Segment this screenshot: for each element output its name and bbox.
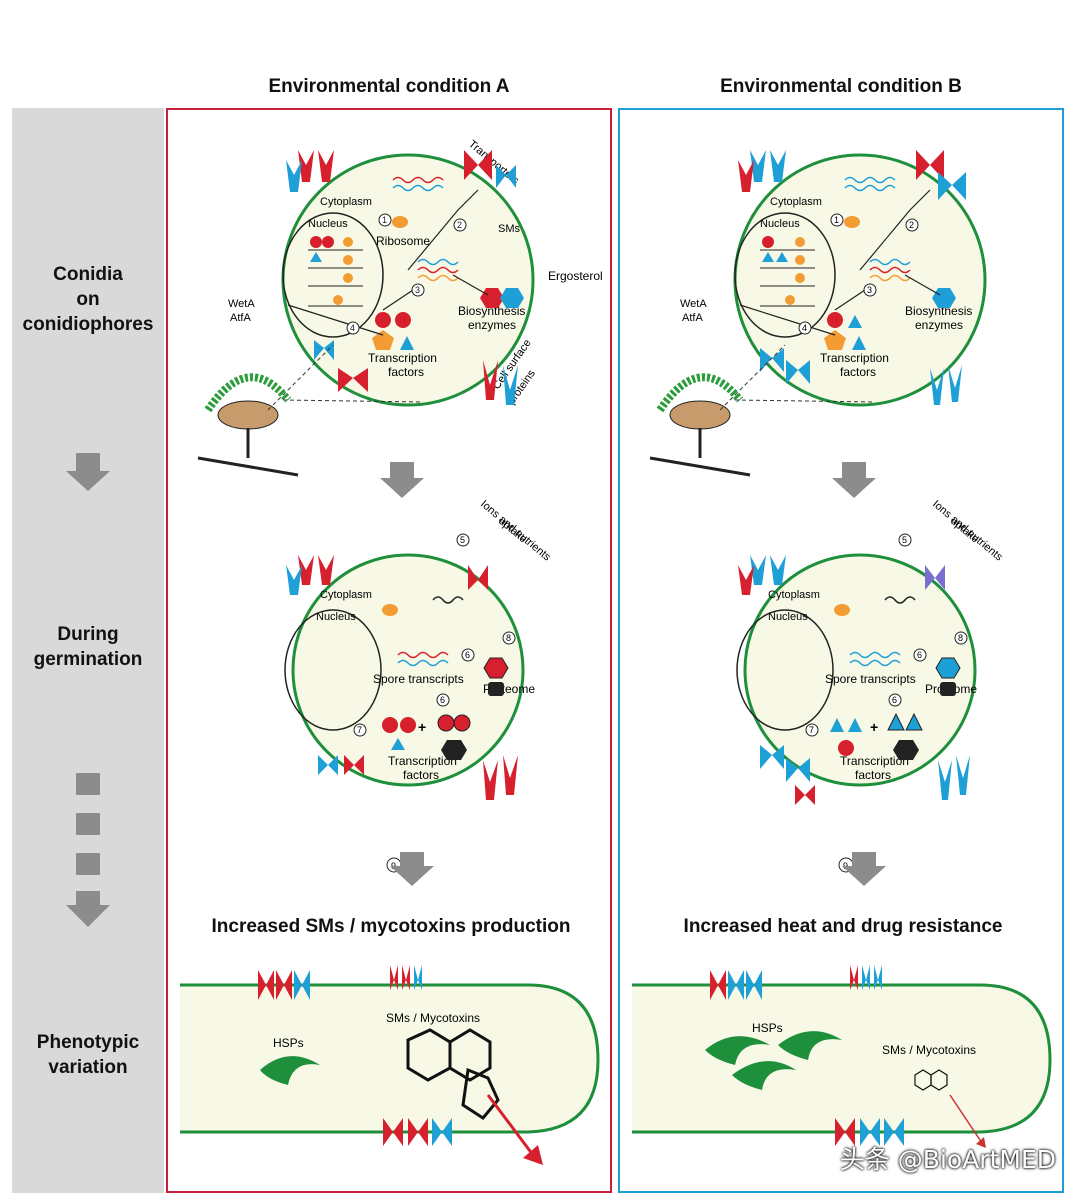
- step-1-b: 1: [834, 215, 839, 225]
- down-arrow-icon: [66, 891, 110, 927]
- phenotype-heading-a: Increased SMs / mycotoxins production: [211, 916, 571, 937]
- down-arrow-icon: [832, 462, 876, 498]
- label-factors-b: factors: [840, 365, 876, 379]
- step-5: 5: [460, 535, 465, 545]
- step-1: 1: [382, 215, 387, 225]
- stage-label-phenotypic: Phenotypic variation: [36, 1032, 140, 1078]
- germinating-cell-b: Cytoplasm Nucleus Spore transcripts Prot…: [736, 498, 1005, 805]
- label-hsps: HSPs: [273, 1036, 304, 1050]
- step-8-b: 8: [958, 633, 963, 643]
- conidium-cell-a: Cytoplasm Nucleus Ribosome SMs Ergostero…: [197, 138, 603, 477]
- step-6b: 6: [440, 695, 445, 705]
- down-arrow-icon: [842, 852, 886, 886]
- dash-segment-icon: [76, 813, 100, 835]
- step-8: 8: [506, 633, 511, 643]
- label-sms: SMs: [498, 223, 521, 235]
- watermark: 头条 @BioArtMED: [839, 1145, 1056, 1174]
- label-spore-transcripts: Spore transcripts: [373, 672, 464, 686]
- surface-proteins-a: [286, 150, 518, 405]
- down-arrow-icon: [380, 462, 424, 498]
- hypha-a: HSPs SMs / Mycotoxins: [180, 965, 600, 1165]
- hypha-b: HSPs SMs / Mycotoxins: [632, 965, 1052, 1148]
- label-transcription: Transcription: [368, 351, 437, 365]
- label-nucleus-2b: Nucleus: [768, 611, 808, 623]
- sidebar-arrows: [66, 453, 110, 927]
- label-ribosome: Ribosome: [376, 234, 430, 248]
- label-cytoplasm-2: Cytoplasm: [320, 589, 372, 601]
- label-cytoplasm: Cytoplasm: [320, 196, 372, 208]
- step-2-b: 2: [909, 220, 914, 230]
- stage-label-conidia: Conidia on conidiophores: [22, 264, 154, 335]
- label-spore-transcripts-b: Spore transcripts: [825, 672, 916, 686]
- label-ergosterol: Ergosterol: [548, 269, 603, 283]
- phenotype-heading-b: Increased heat and drug resistance: [683, 916, 1003, 937]
- surface-proteins-hypha-b: [710, 965, 904, 1146]
- dash-segment-icon: [76, 773, 100, 795]
- surface-proteins-hypha-a: [258, 965, 452, 1146]
- label-enzymes: enzymes: [468, 318, 516, 332]
- stage-label-germination: During germination: [33, 624, 143, 670]
- surface-proteins-a2: [286, 555, 518, 800]
- step-7: 7: [357, 725, 362, 735]
- diagram-a: Cytoplasm Nucleus Ribosome SMs Ergostero…: [180, 138, 603, 1165]
- label-sms-mycotoxins-b: SMs / Mycotoxins: [882, 1043, 976, 1057]
- label-factors-2: factors: [403, 768, 439, 782]
- conidium-cell-b: Cytoplasm Nucleus Biosynthesis enzymes T…: [649, 150, 987, 477]
- label-transcription-2: Transcription: [388, 754, 457, 768]
- svg-text:+: +: [418, 719, 426, 735]
- step-6-b: 6: [917, 650, 922, 660]
- dash-segment-icon: [76, 853, 100, 875]
- step-4: 4: [350, 323, 355, 333]
- hsp-icon: [778, 1031, 842, 1060]
- hsp-icon: [705, 1036, 770, 1065]
- label-factors-2b: factors: [855, 768, 891, 782]
- step-2: 2: [457, 220, 462, 230]
- surface-proteins-b: [738, 150, 966, 405]
- step-6: 6: [465, 650, 470, 660]
- label-nucleus: Nucleus: [308, 218, 348, 230]
- mycotoxin-structure-icon-b: [914, 1069, 948, 1091]
- label-transcription-2b: Transcription: [840, 754, 909, 768]
- panel-condition-a: Cytoplasm Nucleus Ribosome SMs Ergostero…: [166, 108, 612, 1193]
- label-sms-mycotoxins: SMs / Mycotoxins: [386, 1011, 480, 1025]
- label-weta: WetA: [228, 298, 255, 310]
- label-enzymes-b: enzymes: [915, 318, 963, 332]
- step-3: 3: [415, 285, 420, 295]
- label-cytoplasm-b: Cytoplasm: [770, 196, 822, 208]
- step-4-b: 4: [802, 323, 807, 333]
- step-3-b: 3: [867, 285, 872, 295]
- label-atfa-b: AtfA: [682, 312, 703, 324]
- conidiophore-icon: [197, 373, 299, 477]
- hsp-icon: [732, 1061, 796, 1090]
- panel-condition-b: Cytoplasm Nucleus Biosynthesis enzymes T…: [618, 108, 1064, 1193]
- label-nucleus-2: Nucleus: [316, 611, 356, 623]
- germinating-cell-a: Cytoplasm Nucleus Spore transcripts Prot…: [284, 498, 553, 800]
- nucleus-outline: [282, 212, 384, 338]
- label-cytoplasm-2b: Cytoplasm: [768, 589, 820, 601]
- ribosome-icon: [392, 216, 408, 228]
- hsp-icon: [260, 1056, 320, 1085]
- label-biosynthesis-b: Biosynthesis: [905, 304, 972, 318]
- label-factors: factors: [388, 365, 424, 379]
- step-5-b: 5: [902, 535, 907, 545]
- svg-text:+: +: [870, 719, 878, 735]
- conidiophore-icon-b: [649, 373, 751, 477]
- label-nucleus-b: Nucleus: [760, 218, 800, 230]
- down-arrow-icon: [66, 453, 110, 491]
- diagram-b: Cytoplasm Nucleus Biosynthesis enzymes T…: [632, 150, 1052, 1148]
- stage-sidebar: Conidia on conidiophores During germinat…: [12, 108, 164, 1193]
- label-hsps-b: HSPs: [752, 1021, 783, 1035]
- step-7-b: 7: [809, 725, 814, 735]
- label-weta-b: WetA: [680, 298, 707, 310]
- column-title-b: Environmental condition B: [720, 76, 962, 97]
- label-atfa: AtfA: [230, 312, 251, 324]
- mycotoxin-structure-icon: [406, 1028, 500, 1120]
- step-6b-b: 6: [892, 695, 897, 705]
- surface-proteins-b2: [738, 555, 970, 805]
- down-arrow-icon: [390, 852, 434, 886]
- column-title-a: Environmental condition A: [268, 76, 510, 97]
- label-transcription-b: Transcription: [820, 351, 889, 365]
